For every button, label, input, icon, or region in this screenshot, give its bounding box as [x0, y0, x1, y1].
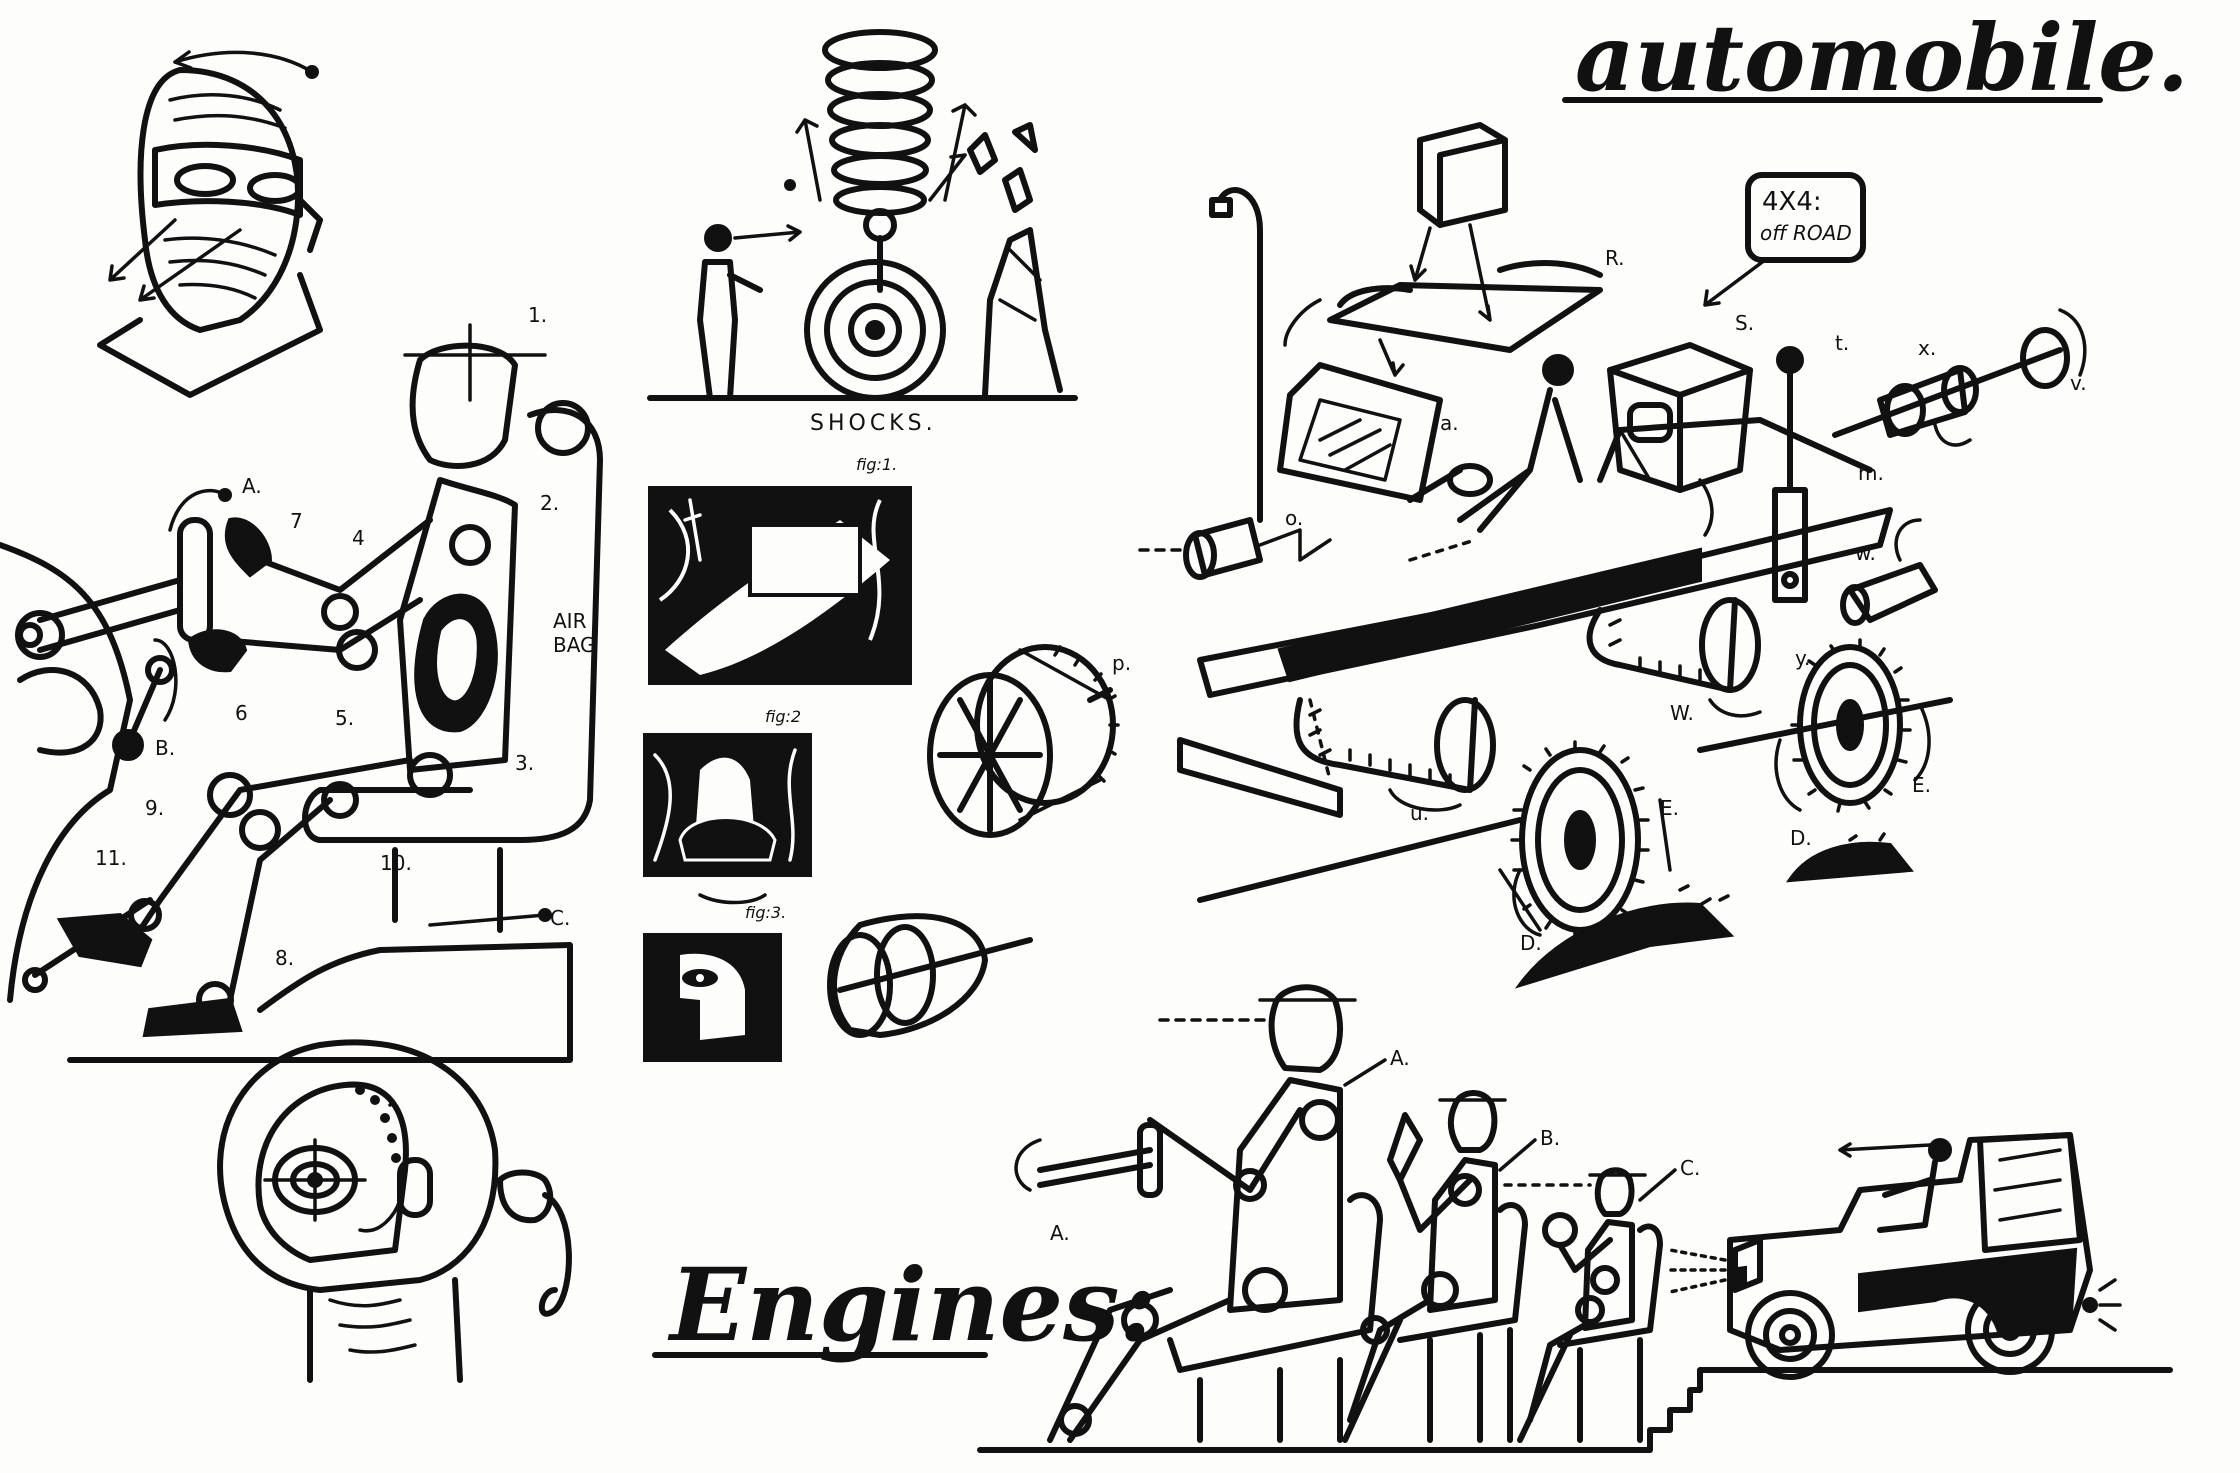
label-R: R.: [1605, 246, 1625, 270]
label-A: A.: [242, 474, 262, 498]
label-u: u.: [1410, 801, 1429, 825]
dummy-labels: 1. 2. 3. 4 5. 6 7 8. 9. 10. 11. A. B. C.…: [95, 303, 596, 970]
vehicle-labels: R. S. t. a. o. m. x. v. w. W. y. u. D. D…: [1285, 246, 2087, 955]
masked-head-drawing: [97, 50, 323, 398]
label-C: C.: [550, 906, 570, 930]
offroad-vehicle-drawing: 4X4: off ROAD: [1138, 122, 2087, 989]
gear-wheel-drawing: p.: [927, 644, 1131, 838]
label-1: 1.: [528, 303, 547, 327]
label-a: a.: [1440, 411, 1459, 435]
label-4: 4: [352, 526, 365, 550]
label-2: 2.: [540, 491, 559, 515]
label-A-figure: A.: [1390, 1046, 1410, 1070]
figure-panels: fig:1. fig:2 fig:3.: [643, 455, 912, 1062]
label-5: 5.: [335, 706, 354, 730]
label-11: 11.: [95, 846, 127, 870]
jeep-drawing: [1663, 1132, 2122, 1380]
label-o: o.: [1285, 506, 1303, 530]
crash-dummy-drawing: [0, 323, 603, 1063]
fig2-caption: fig:2: [765, 707, 801, 726]
label-B: B.: [155, 736, 175, 760]
label-9: 9.: [145, 796, 164, 820]
label-S: S.: [1735, 311, 1754, 335]
fig1-caption: fig:1.: [856, 455, 897, 474]
label-m: m.: [1858, 461, 1884, 485]
label-w: w.: [1855, 541, 1876, 565]
label-D-rear: D.: [1790, 826, 1812, 850]
label-W: W.: [1670, 701, 1694, 725]
label-C-figure: C.: [1680, 1156, 1700, 1180]
label-7: 7: [290, 509, 303, 533]
helmet-head-drawing: [217, 1039, 572, 1383]
airbag-label-line1: AIR: [553, 609, 587, 633]
label-B-figure: B.: [1540, 1126, 1560, 1150]
offroad-sign-line1: 4X4:: [1762, 187, 1822, 217]
label-A-wheel: A.: [1050, 1221, 1070, 1245]
label-y: y.: [1795, 646, 1810, 670]
seated-figures-drawing: [977, 984, 2173, 1453]
shocks-caption: SHOCKS.: [810, 411, 937, 436]
label-v: v.: [2070, 371, 2087, 395]
label-E-rear: E.: [1912, 773, 1931, 797]
label-6: 6: [235, 701, 248, 725]
cone-drawing: [827, 913, 1033, 1038]
label-x: x.: [1918, 336, 1936, 360]
offroad-sign-line2: off ROAD: [1760, 221, 1852, 245]
label-3: 3.: [515, 751, 534, 775]
label-10: 10.: [380, 851, 412, 875]
shocks-drawing: [647, 29, 1078, 401]
label-p: p.: [1112, 651, 1131, 675]
fig3-caption: fig:3.: [745, 903, 786, 922]
label-E-front: E.: [1660, 796, 1679, 820]
seated-figure-labels: A. B. C. A.: [1050, 1046, 1700, 1245]
label-t: t.: [1835, 331, 1849, 355]
airbag-label-line2: BAG: [553, 633, 596, 657]
engines-title: Engines:: [667, 1246, 1156, 1364]
label-D-front: D.: [1520, 931, 1542, 955]
automobile-title: automobile.: [1575, 4, 2189, 112]
label-8: 8.: [275, 946, 294, 970]
